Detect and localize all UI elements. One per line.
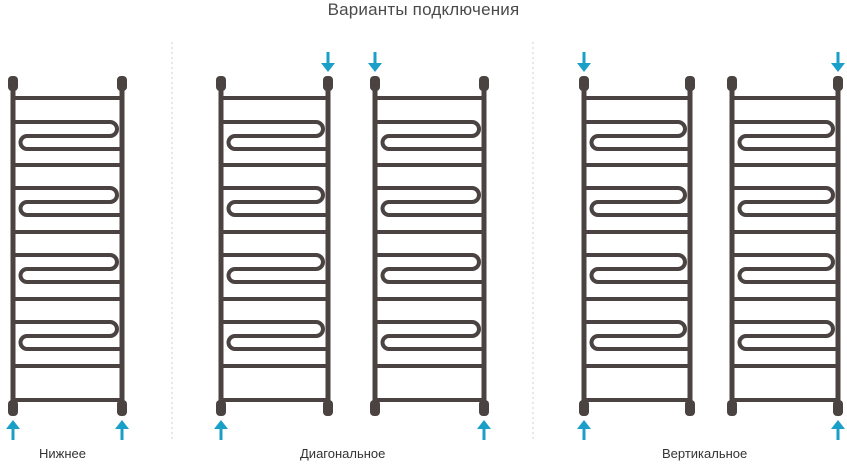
coil-0 bbox=[221, 120, 328, 151]
top-cap-1 bbox=[323, 76, 333, 91]
bottom-cap-0 bbox=[370, 400, 380, 416]
arrow-down-1 bbox=[368, 52, 382, 72]
towel-rail-5 bbox=[727, 76, 843, 416]
bottom-cap-1 bbox=[833, 400, 843, 416]
coil-2 bbox=[13, 253, 122, 284]
caption-vertical: Вертикальное bbox=[662, 446, 748, 461]
towel-rail-3 bbox=[370, 76, 489, 416]
coil-0 bbox=[13, 120, 122, 151]
top-cap-0 bbox=[370, 76, 380, 91]
arrow-head bbox=[6, 420, 20, 429]
bottom-cap-1 bbox=[685, 400, 695, 416]
towel-rails bbox=[8, 76, 843, 416]
coil-3 bbox=[732, 320, 838, 351]
top-cap-1 bbox=[833, 76, 843, 91]
arrow-up-3 bbox=[477, 420, 491, 440]
arrow-up-0 bbox=[6, 420, 20, 440]
top-cap-1 bbox=[117, 76, 127, 91]
coil-1 bbox=[375, 186, 484, 217]
arrow-down-0 bbox=[321, 52, 335, 72]
diagram-title: Варианты подключения bbox=[327, 0, 520, 19]
coil-2 bbox=[584, 253, 690, 284]
arrow-head bbox=[577, 420, 591, 429]
arrow-head bbox=[577, 63, 591, 72]
arrow-up-4 bbox=[577, 420, 591, 440]
bottom-cap-0 bbox=[216, 400, 226, 416]
coil-1 bbox=[732, 186, 838, 217]
arrow-head bbox=[321, 63, 335, 72]
coil-1 bbox=[584, 186, 690, 217]
towel-rail-2 bbox=[216, 76, 333, 416]
coil-2 bbox=[221, 253, 328, 284]
bottom-cap-1 bbox=[323, 400, 333, 416]
top-cap-1 bbox=[479, 76, 489, 91]
coil-0 bbox=[732, 120, 838, 151]
top-cap-0 bbox=[8, 76, 18, 91]
coil-2 bbox=[732, 253, 838, 284]
bottom-cap-0 bbox=[727, 400, 737, 416]
coil-3 bbox=[13, 320, 122, 351]
top-cap-1 bbox=[685, 76, 695, 91]
group-dividers bbox=[171, 42, 534, 440]
top-cap-0 bbox=[216, 76, 226, 91]
towel-rail-4 bbox=[579, 76, 695, 416]
arrow-head bbox=[477, 420, 491, 429]
coil-0 bbox=[375, 120, 484, 151]
coil-3 bbox=[375, 320, 484, 351]
arrow-head bbox=[831, 420, 845, 429]
towel-rail-1 bbox=[8, 76, 127, 416]
arrow-up-1 bbox=[115, 420, 129, 440]
coil-0 bbox=[584, 120, 690, 151]
top-cap-0 bbox=[727, 76, 737, 91]
coil-1 bbox=[13, 186, 122, 217]
arrow-head bbox=[115, 420, 129, 429]
flow-arrows bbox=[6, 52, 845, 440]
arrow-up-5 bbox=[831, 420, 845, 440]
arrow-up-2 bbox=[214, 420, 228, 440]
coil-1 bbox=[221, 186, 328, 217]
arrow-head bbox=[831, 63, 845, 72]
bottom-cap-0 bbox=[8, 400, 18, 416]
coil-2 bbox=[375, 253, 484, 284]
caption-diagonal: Диагональное bbox=[300, 446, 386, 461]
coil-3 bbox=[584, 320, 690, 351]
bottom-cap-0 bbox=[579, 400, 589, 416]
bottom-cap-1 bbox=[117, 400, 127, 416]
coil-3 bbox=[221, 320, 328, 351]
caption-bottom: Нижнее bbox=[39, 446, 86, 461]
arrow-head bbox=[214, 420, 228, 429]
arrow-down-2 bbox=[577, 52, 591, 72]
arrow-down-3 bbox=[831, 52, 845, 72]
top-cap-0 bbox=[579, 76, 589, 91]
arrow-head bbox=[368, 63, 382, 72]
bottom-cap-1 bbox=[479, 400, 489, 416]
